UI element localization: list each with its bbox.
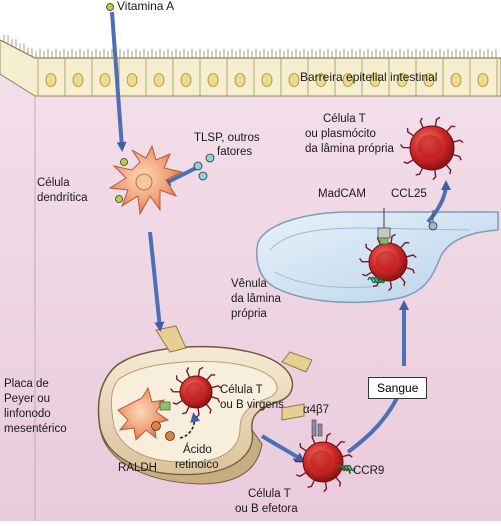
peyer-patch-node (97, 325, 313, 485)
naive-cell-label-line2: ou B virgens (220, 399, 284, 411)
dendritic-cell-label-line1: Célula (37, 177, 70, 189)
retinoic-acid-label-line2: retinoico (175, 459, 219, 471)
madcam-molecule (377, 208, 391, 245)
ccr9-receptor-venule (367, 276, 386, 284)
peyer-label-line2: Peyer ou (4, 393, 51, 405)
epithelial-cell (442, 58, 462, 96)
venule-label-line1: Vênula (231, 278, 267, 290)
epithelial-cell (415, 58, 435, 96)
epithelial-cell (145, 58, 165, 96)
madcam-label: MadCAM (318, 188, 366, 200)
epithelial-cell (199, 58, 219, 96)
epithelial-cell (469, 58, 489, 96)
a4b7-integrin (311, 419, 323, 437)
factors-label: fatores (217, 146, 253, 158)
epithelial-cell (91, 58, 111, 96)
arrow-venule-to-lamina (426, 180, 451, 224)
epithelial-cell (64, 58, 84, 96)
arrow-vitamin-to-dc (110, 11, 127, 152)
naive-t-cell (170, 366, 222, 419)
venule-label-line2: da lâmina (231, 293, 281, 305)
vitamin-a-molecule (106, 3, 114, 11)
epithelial-cell (334, 58, 354, 96)
arrow-node-to-effector (260, 434, 306, 463)
peyer-label-line3: linfonodo (4, 408, 51, 420)
epithelial-cell (388, 58, 408, 96)
lamina-cell-label-line3: da lâmina própria (305, 143, 394, 155)
lamina-cell-label-line1: Célula T (323, 113, 366, 125)
lamina-cell-label-line2: ou plasmócito (305, 128, 376, 140)
epithelial-cell (307, 58, 327, 96)
ccr9-receptor (337, 464, 356, 472)
lamina-propria-t-cell (400, 116, 464, 181)
peyer-label-line4: mesentérico (4, 423, 67, 435)
epithelial-cell (226, 58, 246, 96)
effector-t-cell (293, 432, 353, 493)
a4b7-label: α4β7 (303, 404, 330, 416)
epithelial-cell (361, 58, 381, 96)
epithelial-cell (253, 58, 273, 96)
raldh-label: RALDH (118, 462, 157, 474)
dendritic-cell (108, 144, 184, 216)
retinoic-acid-molecule (151, 421, 161, 431)
vitamin-a-label: Vitamina A (117, 0, 175, 13)
effector-cell-label-line2: ou B efetora (235, 503, 298, 515)
tlsp-factor-molecules (193, 153, 215, 181)
ccr9-label: CCR9 (353, 465, 385, 477)
arrow-dc-to-node (148, 231, 165, 332)
peyer-label-line1: Placa de (4, 378, 49, 390)
venule-label-line3: própria (231, 308, 267, 320)
epithelial-cell (172, 58, 192, 96)
node-dendritic-cell (117, 386, 201, 442)
blood-box: Sangue (368, 377, 428, 399)
epithelial-barrier (0, 35, 501, 97)
naive-cell-label-line1: Célula T (220, 384, 263, 396)
epithelial-cell (280, 58, 300, 96)
effector-cell-label-line1: Célula T (248, 488, 291, 500)
retinoic-acid-label-line1: Ácido (183, 444, 212, 456)
arrow-effector-to-blood (346, 388, 403, 454)
ccl25-label: CCL25 (391, 188, 427, 200)
epithelial-cell (496, 58, 498, 96)
epithelial-barrier-label: Barreira epitelial intestinal (300, 70, 438, 84)
epithelial-cell (37, 58, 57, 96)
ccl25-molecule (428, 210, 438, 231)
migration-arrows (110, 11, 451, 463)
arrow-tlsp-to-dc (160, 166, 197, 186)
tlsp-label: TLSP, outros (194, 132, 260, 144)
dendritic-cell-label-line2: dendrítica (37, 192, 88, 204)
